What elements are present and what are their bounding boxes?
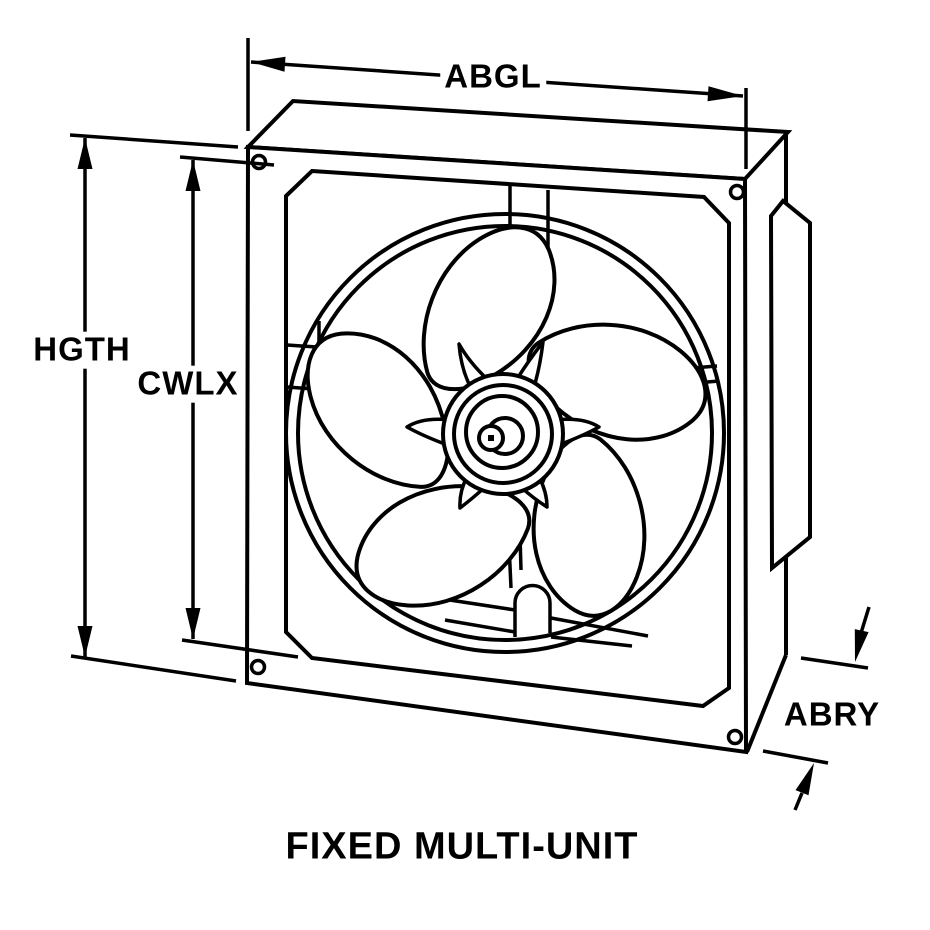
mount-arch: [513, 583, 552, 637]
abry-extension-upper: [800, 656, 869, 670]
abry-dimension: [762, 606, 871, 811]
propeller-blades: [305, 225, 708, 618]
abry-arrowhead-upper: [854, 629, 869, 662]
cwlx-arrowhead-top: [185, 160, 201, 191]
dim-label-hgth: HGTH: [29, 331, 135, 369]
abry-extension-lower: [762, 749, 829, 765]
hgth-dimension: [69, 133, 239, 683]
hub: [405, 340, 601, 510]
dim-label-cwlx: CWLX: [133, 365, 243, 403]
diagram-title: FIXED MULTI-UNIT: [285, 825, 639, 868]
dim-label-abry: ABRY: [779, 696, 885, 734]
abry-leader-upper: [859, 606, 871, 634]
shaft-center-dot: [488, 435, 494, 441]
venturi-ring: [284, 212, 726, 654]
abry-arrowhead-lower: [795, 763, 814, 796]
hgth-arrowhead-bottom: [77, 626, 93, 657]
hgth-arrowhead-top: [77, 138, 93, 169]
abgl-arrowhead-right: [707, 86, 743, 102]
abgl-arrowhead-left: [251, 56, 286, 72]
hgth-extension-bottom: [70, 654, 237, 683]
hgth-extension-top: [69, 133, 239, 149]
cwlx-arrowhead-bottom: [185, 608, 201, 639]
dim-label-abgl: ABGL: [440, 58, 546, 96]
cwlx-extension-top: [179, 155, 275, 167]
abry-leader-lower: [793, 792, 804, 811]
side-panel: [768, 198, 812, 573]
cwlx-extension-bottom: [181, 638, 299, 659]
